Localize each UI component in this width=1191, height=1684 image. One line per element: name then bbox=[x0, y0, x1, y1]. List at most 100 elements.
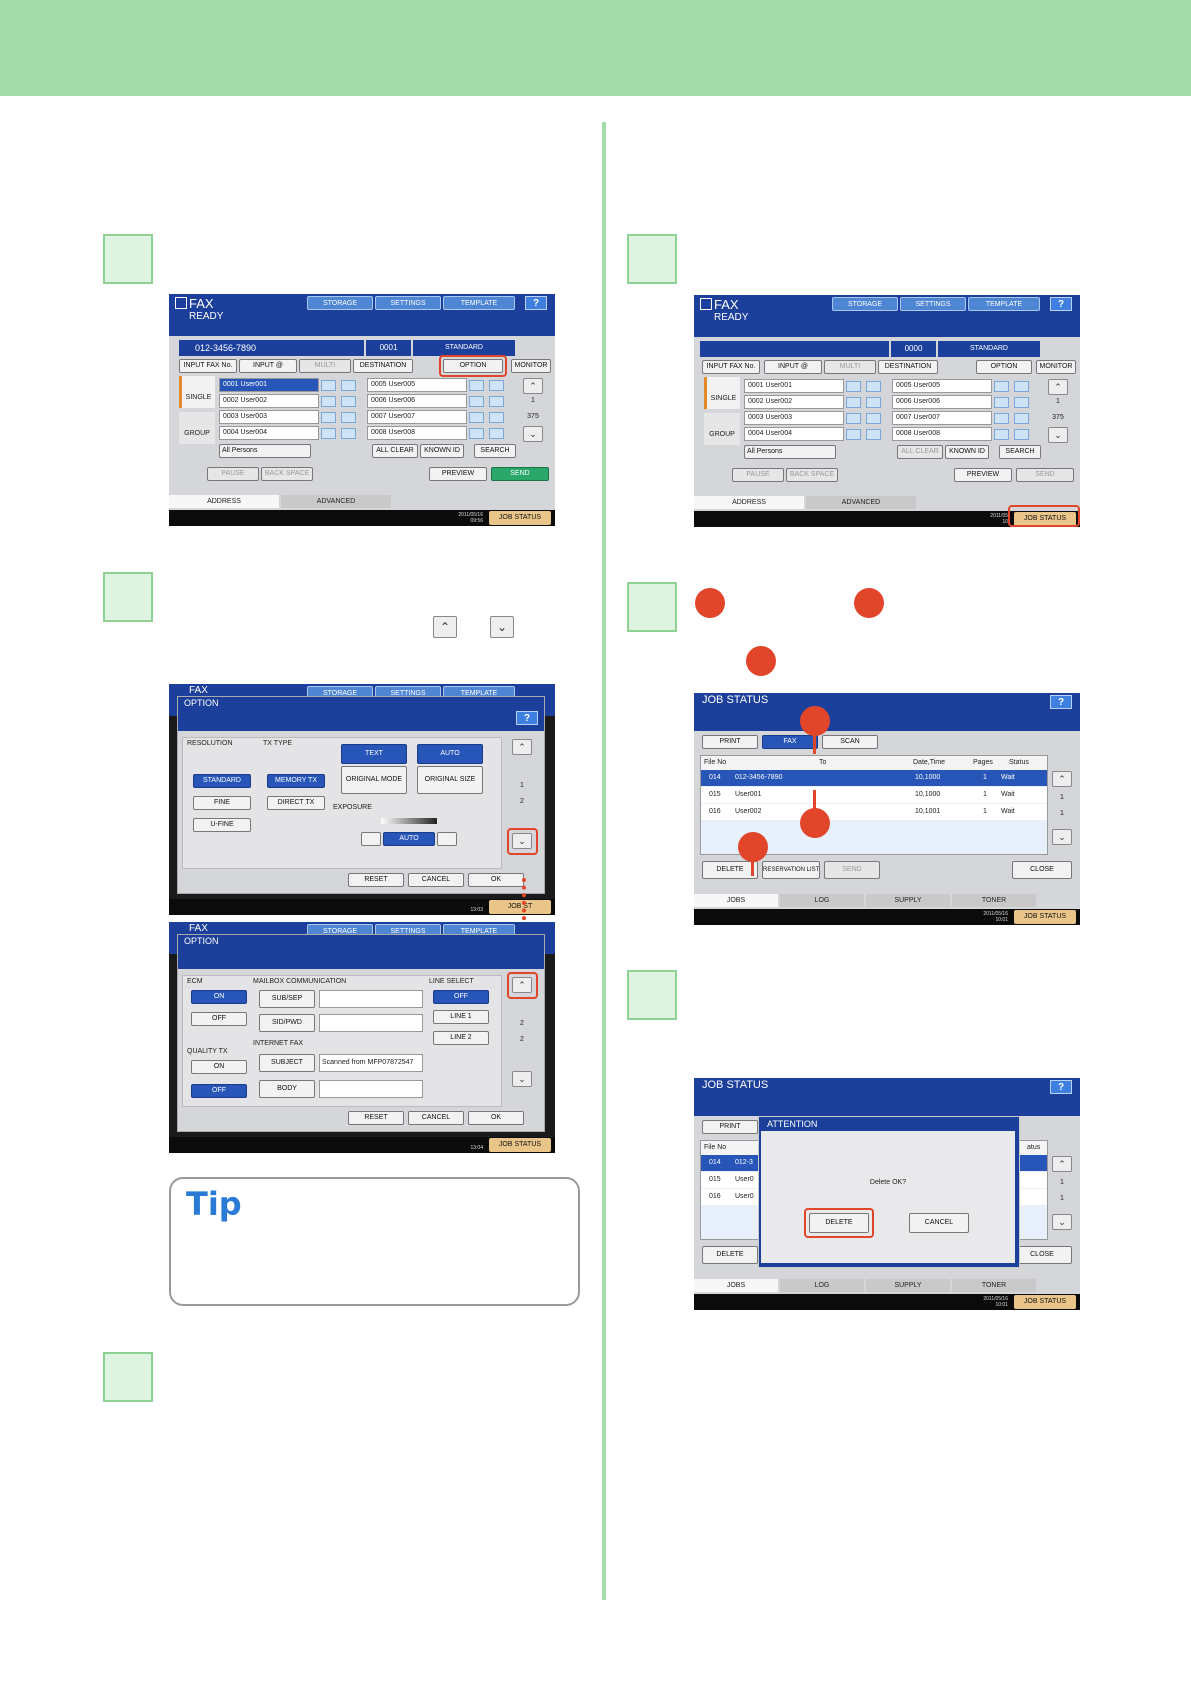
ecm-off-button[interactable]: OFF bbox=[191, 1012, 247, 1026]
ok-button[interactable]: OK bbox=[468, 873, 524, 887]
address-row[interactable]: 0004 User004 bbox=[219, 426, 319, 440]
cancel-button[interactable]: CANCEL bbox=[909, 1213, 969, 1233]
back-space-button[interactable]: BACK SPACE bbox=[261, 467, 313, 481]
help-button[interactable]: ? bbox=[1050, 695, 1072, 709]
email-icon[interactable] bbox=[489, 380, 504, 391]
address-row[interactable]: 0004 User004 bbox=[744, 427, 844, 441]
fax-icon[interactable] bbox=[994, 381, 1009, 392]
back-space-button[interactable]: BACK SPACE bbox=[786, 468, 838, 482]
address-row[interactable]: 0007 User007 bbox=[367, 410, 467, 424]
option-button[interactable]: OPTION bbox=[443, 359, 503, 373]
job-status-button[interactable]: JOB STATUS bbox=[1014, 1295, 1076, 1309]
fax-icon[interactable] bbox=[469, 380, 484, 391]
input-fax-no-button[interactable]: INPUT FAX No. bbox=[179, 359, 237, 373]
sub-sep-button[interactable]: SUB/SEP bbox=[259, 990, 315, 1008]
sid-pwd-button[interactable]: SID/PWD bbox=[259, 1014, 315, 1032]
group-tab[interactable]: GROUP bbox=[704, 413, 740, 445]
address-row[interactable]: 0005 User005 bbox=[892, 379, 992, 393]
pause-button[interactable]: PAUSE bbox=[732, 468, 784, 482]
address-row[interactable]: 0001 User001 bbox=[219, 378, 319, 392]
quality-off-button[interactable]: OFF bbox=[191, 1084, 247, 1098]
fax-icon[interactable] bbox=[846, 397, 861, 408]
lighter-button[interactable] bbox=[361, 832, 381, 846]
scroll-down-button[interactable]: ⌄ bbox=[1048, 427, 1068, 443]
fax-icon[interactable] bbox=[469, 428, 484, 439]
email-icon[interactable] bbox=[1014, 381, 1029, 392]
cancel-button[interactable]: CANCEL bbox=[408, 873, 464, 887]
send-button[interactable]: SEND bbox=[1016, 468, 1074, 482]
fax-icon[interactable] bbox=[469, 412, 484, 423]
line-off-button[interactable]: OFF bbox=[433, 990, 489, 1004]
preview-button[interactable]: PREVIEW bbox=[954, 468, 1012, 482]
fax-icon[interactable] bbox=[994, 413, 1009, 424]
help-button[interactable]: ? bbox=[1050, 297, 1072, 311]
scroll-down-button[interactable]: ⌄ bbox=[512, 1071, 532, 1087]
fax-icon[interactable] bbox=[994, 429, 1009, 440]
subject-button[interactable]: SUBJECT bbox=[259, 1054, 315, 1072]
scroll-up-button[interactable]: ⌃ bbox=[512, 977, 532, 993]
ecm-on-button[interactable]: ON bbox=[191, 990, 247, 1004]
email-icon[interactable] bbox=[866, 429, 881, 440]
scroll-up-button[interactable]: ⌃ bbox=[1052, 771, 1072, 787]
fax-icon[interactable] bbox=[321, 412, 336, 423]
known-id-button[interactable]: KNOWN ID bbox=[420, 444, 464, 458]
address-row[interactable]: 0003 User003 bbox=[219, 410, 319, 424]
tab-jobs[interactable]: JOBS bbox=[694, 894, 778, 907]
send-button[interactable]: SEND bbox=[824, 861, 880, 879]
all-persons-select[interactable]: All Persons bbox=[744, 445, 836, 459]
delete-confirm-button[interactable]: DELETE bbox=[809, 1213, 869, 1233]
scroll-up-button[interactable]: ⌃ bbox=[1048, 379, 1068, 395]
darker-button[interactable] bbox=[437, 832, 457, 846]
scroll-up-button[interactable]: ⌃ bbox=[523, 378, 543, 394]
scroll-up-button[interactable]: ⌃ bbox=[1052, 1156, 1072, 1172]
address-row[interactable]: 0005 User005 bbox=[367, 378, 467, 392]
tab-advanced[interactable]: ADVANCED bbox=[806, 496, 916, 509]
tab-jobs[interactable]: JOBS bbox=[694, 1279, 778, 1292]
email-icon[interactable] bbox=[866, 381, 881, 392]
reservation-list-button[interactable]: RESERVATION LIST bbox=[762, 861, 820, 879]
monitor-button[interactable]: MONITOR bbox=[1036, 360, 1076, 374]
email-icon[interactable] bbox=[1014, 397, 1029, 408]
address-row[interactable]: 0001 User001 bbox=[744, 379, 844, 393]
quality-on-button[interactable]: ON bbox=[191, 1060, 247, 1074]
preview-button[interactable]: PREVIEW bbox=[429, 467, 487, 481]
email-icon[interactable] bbox=[866, 397, 881, 408]
address-row[interactable]: 0003 User003 bbox=[744, 411, 844, 425]
subject-field[interactable]: Scanned from MFP07872547 bbox=[319, 1054, 423, 1072]
scroll-down-button[interactable]: ⌄ bbox=[1052, 1214, 1072, 1230]
cancel-button[interactable]: CANCEL bbox=[408, 1111, 464, 1125]
address-row[interactable]: 0006 User006 bbox=[367, 394, 467, 408]
storage-button[interactable]: STORAGE bbox=[307, 296, 373, 310]
email-icon[interactable] bbox=[341, 412, 356, 423]
fax-icon[interactable] bbox=[994, 397, 1009, 408]
email-icon[interactable] bbox=[1014, 413, 1029, 424]
original-size-button[interactable]: ORIGINAL SIZE bbox=[417, 766, 483, 794]
scroll-down-button[interactable]: ⌄ bbox=[523, 426, 543, 442]
fine-button[interactable]: FINE bbox=[193, 796, 251, 810]
table-row[interactable]: 015 User001 10,1000 1 Wait bbox=[701, 787, 1047, 803]
delete-button[interactable]: DELETE bbox=[702, 1246, 758, 1264]
settings-button[interactable]: SETTINGS bbox=[900, 297, 966, 311]
job-status-button[interactable]: JOB STATUS bbox=[1014, 512, 1076, 526]
tab-supply[interactable]: SUPPLY bbox=[866, 1279, 950, 1292]
settings-button[interactable]: SETTINGS bbox=[375, 296, 441, 310]
tab-toner[interactable]: TONER bbox=[952, 894, 1036, 907]
address-row[interactable]: 0008 User008 bbox=[367, 426, 467, 440]
email-icon[interactable] bbox=[341, 428, 356, 439]
option-button[interactable]: OPTION bbox=[976, 360, 1032, 374]
group-tab[interactable]: GROUP bbox=[179, 412, 215, 444]
address-row[interactable]: 0002 User002 bbox=[219, 394, 319, 408]
original-mode-button[interactable]: ORIGINAL MODE bbox=[341, 766, 407, 794]
job-status-button[interactable]: JOB STATUS bbox=[1014, 910, 1076, 924]
all-clear-button[interactable]: ALL CLEAR bbox=[897, 445, 943, 459]
email-icon[interactable] bbox=[341, 396, 356, 407]
help-button[interactable]: ? bbox=[525, 296, 547, 310]
print-tab[interactable]: PRINT bbox=[702, 735, 758, 749]
delete-button[interactable]: DELETE bbox=[702, 861, 758, 879]
auto-size-button[interactable]: AUTO bbox=[417, 744, 483, 764]
email-icon[interactable] bbox=[489, 396, 504, 407]
scroll-up-button[interactable]: ⌃ bbox=[512, 739, 532, 755]
reset-button[interactable]: RESET bbox=[348, 1111, 404, 1125]
job-status-button[interactable]: JOB STATUS bbox=[489, 1138, 551, 1152]
line1-button[interactable]: LINE 1 bbox=[433, 1010, 489, 1024]
